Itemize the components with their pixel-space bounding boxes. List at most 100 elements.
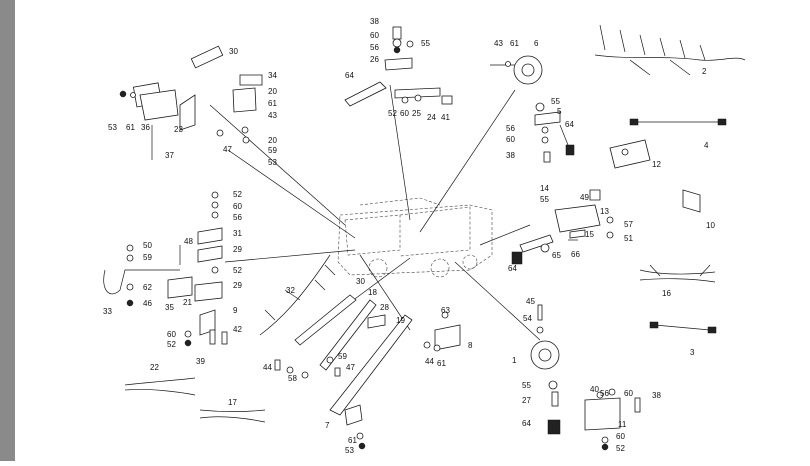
part-group-left-mid — [184, 191, 228, 347]
label-59c: 59 — [338, 352, 347, 361]
label-39: 39 — [196, 357, 205, 366]
label-56b: 56 — [506, 124, 515, 133]
label-25: 25 — [412, 109, 421, 118]
label-36: 36 — [141, 123, 150, 132]
label-60f: 60 — [624, 389, 633, 398]
label-5: 5 — [557, 107, 562, 116]
label-24: 24 — [427, 113, 436, 122]
label-23: 23 — [174, 125, 183, 134]
label-52c: 52 — [233, 266, 242, 275]
label-20b: 20 — [268, 136, 277, 145]
label-30a: 30 — [229, 47, 238, 56]
label-61a: 61 — [268, 99, 277, 108]
label-55c: 55 — [540, 195, 549, 204]
label-56a: 56 — [370, 43, 379, 52]
label-37: 37 — [165, 151, 174, 160]
part-33-cable — [103, 244, 193, 307]
label-62: 62 — [143, 283, 152, 292]
label-3: 3 — [690, 348, 695, 357]
label-38b: 38 — [506, 151, 515, 160]
label-31: 31 — [233, 229, 242, 238]
label-48: 48 — [184, 237, 193, 246]
label-44b: 44 — [425, 357, 434, 366]
leader-lines — [209, 84, 541, 341]
part-number-labels: 30 34 20 61 43 20 59 53 47 53 61 36 23 3… — [103, 17, 715, 455]
label-63: 63 — [441, 306, 450, 315]
label-64d: 64 — [522, 419, 531, 428]
label-49: 49 — [580, 193, 589, 202]
label-13: 13 — [600, 207, 609, 216]
label-52e: 52 — [616, 444, 625, 453]
label-35: 35 — [165, 303, 174, 312]
label-10: 10 — [706, 221, 715, 230]
part-group-right-upper — [534, 102, 575, 163]
part-17-harness — [199, 409, 266, 423]
label-9: 9 — [233, 306, 238, 315]
label-11: 11 — [618, 420, 627, 429]
label-14: 14 — [540, 184, 549, 193]
label-2: 2 — [702, 67, 707, 76]
exploded-parts-diagram: 30 34 20 61 43 20 59 53 47 53 61 36 23 3… — [15, 0, 810, 461]
label-61e: 61 — [437, 359, 446, 368]
label-33: 33 — [103, 307, 112, 316]
label-30b: 30 — [356, 277, 365, 286]
part-group-top-left — [119, 45, 263, 160]
label-55a: 55 — [421, 39, 430, 48]
label-45: 45 — [526, 297, 535, 306]
label-60g: 60 — [616, 432, 625, 441]
label-52d: 52 — [167, 340, 176, 349]
part-32-harness — [259, 254, 336, 336]
label-57: 57 — [624, 220, 633, 229]
label-43b: 43 — [494, 39, 503, 48]
label-29b: 29 — [233, 281, 242, 290]
label-58: 58 — [288, 374, 297, 383]
label-64b: 64 — [565, 120, 574, 129]
label-61c: 61 — [510, 39, 519, 48]
label-8: 8 — [468, 341, 473, 350]
label-34: 34 — [268, 71, 277, 80]
part-group-bottom-left-fasteners — [274, 356, 341, 379]
label-28: 28 — [380, 303, 389, 312]
part-group-13 — [511, 189, 614, 265]
part-2-wire-harness — [594, 24, 746, 76]
left-sidebar — [0, 0, 15, 461]
label-21: 21 — [183, 298, 192, 307]
label-7: 7 — [325, 421, 330, 430]
label-15: 15 — [585, 230, 594, 239]
part-19-blade — [329, 314, 413, 450]
label-59b: 59 — [143, 253, 152, 262]
part-6-disc — [490, 55, 543, 85]
part-group-8 — [423, 311, 461, 352]
label-51: 51 — [624, 234, 633, 243]
label-53b: 53 — [108, 123, 117, 132]
label-19: 19 — [396, 316, 405, 325]
label-59a: 59 — [268, 146, 277, 155]
label-26: 26 — [370, 55, 379, 64]
label-12: 12 — [652, 160, 661, 169]
label-43a: 43 — [268, 111, 277, 120]
label-27: 27 — [522, 396, 531, 405]
label-40: 40 — [590, 385, 599, 394]
label-99-47: 47 — [223, 145, 232, 154]
part-1-disc — [530, 304, 560, 370]
label-52b: 52 — [233, 190, 242, 199]
part-30-18-rails — [294, 294, 386, 371]
label-22: 22 — [150, 363, 159, 372]
label-4: 4 — [704, 141, 709, 150]
label-60d: 60 — [233, 202, 242, 211]
label-20a: 20 — [268, 87, 277, 96]
label-42: 42 — [233, 325, 242, 334]
label-32: 32 — [286, 286, 295, 295]
label-60e: 60 — [167, 330, 176, 339]
label-17: 17 — [228, 398, 237, 407]
label-54: 54 — [523, 314, 532, 323]
label-53c: 53 — [345, 446, 354, 455]
label-46: 46 — [143, 299, 152, 308]
label-1: 1 — [512, 356, 517, 365]
tractor-outline — [337, 197, 493, 278]
label-60c: 60 — [506, 135, 515, 144]
label-55d: 55 — [522, 381, 531, 390]
part-4-cable — [629, 118, 727, 126]
label-56c: 56 — [233, 213, 242, 222]
label-60b: 60 — [400, 109, 409, 118]
